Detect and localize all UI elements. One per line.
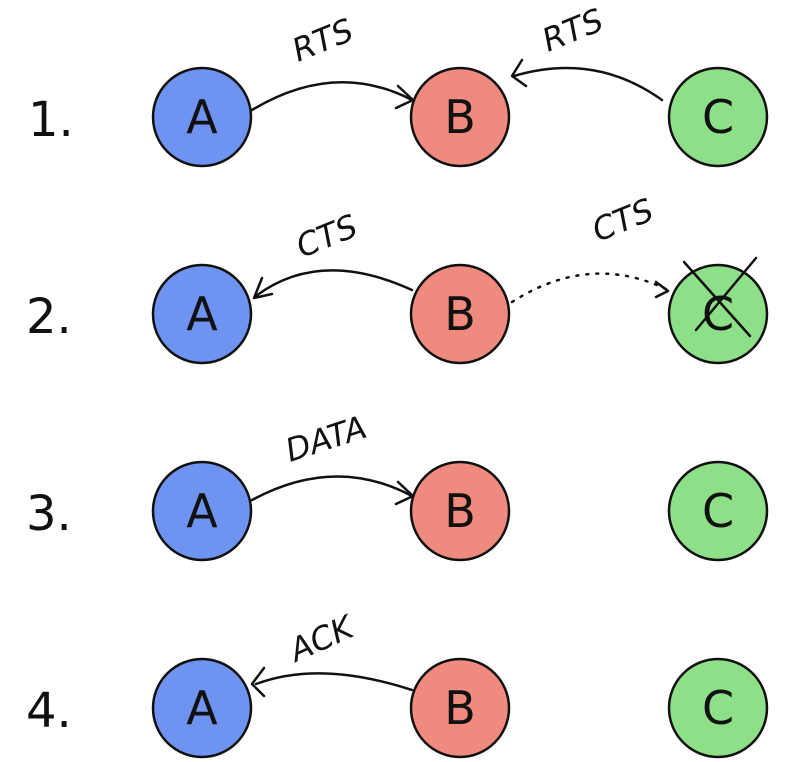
row-2: 2. A B C CTS CTS [26,191,769,365]
node-a-circle [151,263,253,365]
node-a-circle [151,66,253,168]
node-b-circle [409,263,511,365]
node-c-circle [667,460,769,562]
node-c-circle [667,657,769,759]
cts-label-a: CTS [291,207,363,266]
node-b-circle [409,460,511,562]
node-b-label: B [444,287,476,341]
node-b-circle [409,657,511,759]
rts-label-c: RTS [537,1,609,59]
row-4: 4. A B C ACK [26,607,769,759]
cts-label-c: CTS [587,191,659,250]
node-b-label: B [444,484,476,538]
node-c-circle [667,66,769,168]
cts-arrow-b-to-a [254,269,414,298]
arrow-head [394,84,415,110]
rts-arrow-c-to-b [512,66,664,102]
node-a-label: A [186,484,218,538]
node-c-label: C [702,484,734,538]
node-b-label: B [444,681,476,735]
node-a-label: A [186,90,218,144]
step-number: 2. [26,289,72,345]
row-3: 3. A B C DATA [26,408,769,562]
node-a-label: A [186,681,218,735]
row-1: 1. A B C RTS RTS [28,1,769,168]
node-b-circle [409,66,511,168]
arrow-head [252,276,274,300]
ack-label: ACK [282,607,362,670]
arrow-head [394,480,415,506]
arrow-head [250,666,266,698]
cts-arrow-b-to-c-dotted [510,272,670,304]
data-label: DATA [281,408,371,470]
arrow-head [510,58,528,88]
step-number: 4. [26,683,72,739]
node-c-circle [667,263,769,365]
node-c-label: C [702,681,734,735]
node-c-label: C [702,90,734,144]
step-number: 1. [28,92,74,148]
step-number: 3. [26,486,72,542]
arrow-head [654,280,670,299]
blocked-x-stroke [682,260,752,338]
node-b-label: B [444,90,476,144]
ack-arrow-b-to-a [254,672,414,692]
node-a-label: A [186,287,218,341]
rts-label-a: RTS [287,11,359,69]
node-a-circle [151,460,253,562]
data-arrow-a-to-b [250,475,414,502]
rts-arrow-a-to-b [250,80,414,112]
blocked-x-stroke [694,256,758,332]
node-a-circle [151,657,253,759]
